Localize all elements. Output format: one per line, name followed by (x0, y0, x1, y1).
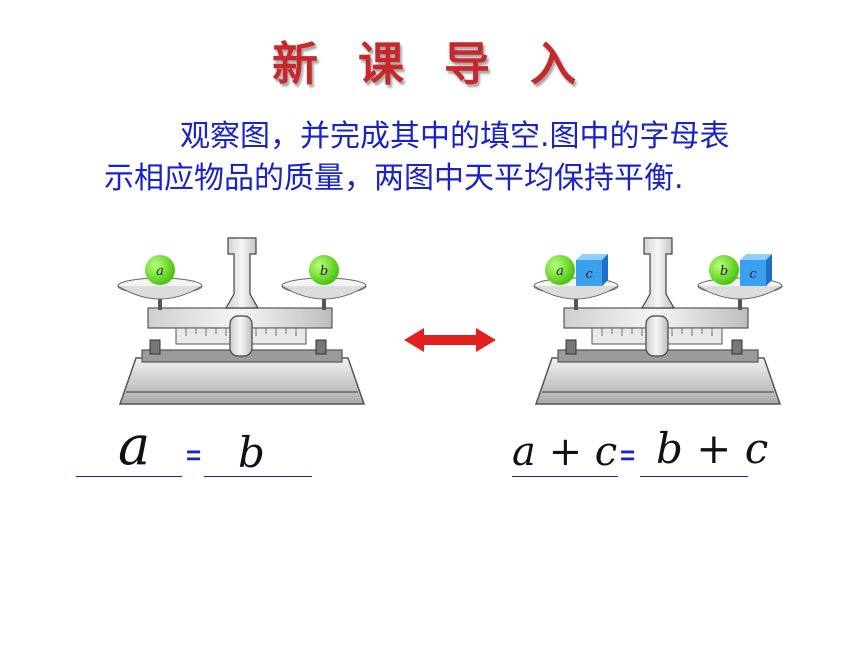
right-balance-scale: a c b c (533, 237, 783, 405)
left-balance-scale: a b (117, 237, 367, 405)
ball-label-a: a (156, 264, 164, 279)
mass-ball-a (145, 255, 175, 285)
blank-left-rhs (204, 476, 312, 477)
double-arrow-icon (404, 328, 496, 352)
answer-right-rhs: b + c (656, 424, 769, 473)
blank-left-lhs (76, 476, 182, 477)
ball-label-b: b (720, 264, 728, 279)
mass-cube-c (740, 254, 772, 286)
page-title: 新 课 导 入 (271, 37, 589, 91)
equals-sign-right: = (620, 440, 636, 470)
ball-label-b: b (320, 264, 328, 279)
blank-right-lhs (512, 476, 618, 477)
ball-label-a: a (556, 264, 564, 279)
mass-ball-b (709, 255, 739, 285)
answer-right-lhs: a + c (512, 429, 618, 475)
equals-sign-left: = (186, 440, 202, 470)
cube-label-c: c (749, 267, 757, 282)
intro-text: 观察图，并完成其中的填空.图中的字母表 示相应物品的质量，两图中天平均保持平衡. (104, 116, 804, 200)
cube-label-c: c (585, 267, 593, 282)
answer-left-lhs: a (118, 414, 151, 477)
mass-cube-c (576, 254, 608, 286)
answer-left-rhs: b (238, 428, 265, 477)
intro-line-1: 观察图，并完成其中的填空.图中的字母表 (180, 119, 730, 154)
mass-ball-a (545, 255, 575, 285)
intro-line-2: 示相应物品的质量，两图中天平均保持平衡. (104, 161, 684, 196)
mass-ball-b (309, 255, 339, 285)
blank-right-rhs (640, 476, 748, 477)
